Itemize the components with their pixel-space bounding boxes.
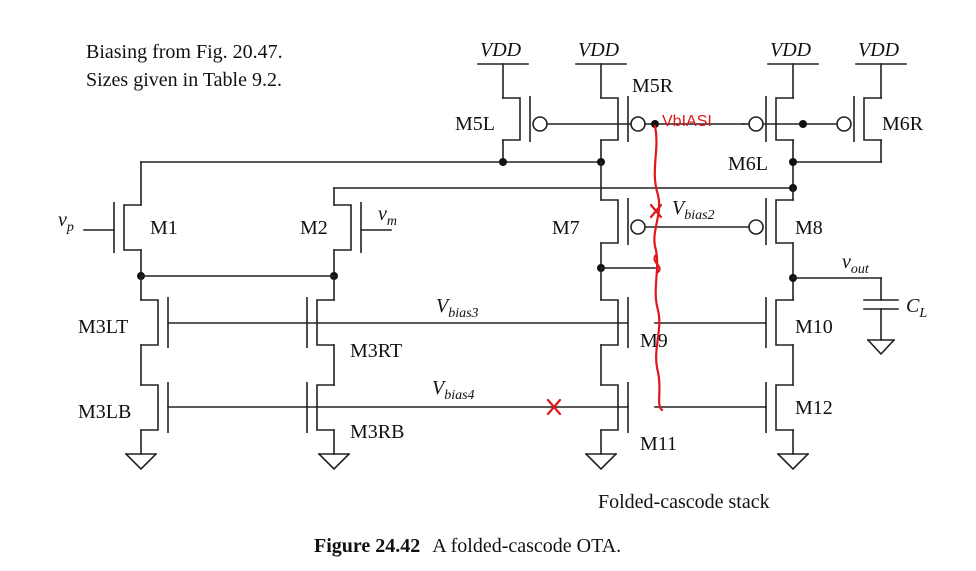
- transistor-m10: [765, 297, 794, 386]
- node-vbias1: [651, 120, 659, 128]
- transistor-m6l: [742, 96, 794, 189]
- transistor-m9: [600, 297, 629, 386]
- svg-text:VDD: VDD: [858, 39, 900, 61]
- label-m3lt: M3LT: [78, 316, 128, 338]
- transistor-m8: [748, 198, 794, 301]
- stack-label: Folded-cascode stack: [598, 491, 770, 513]
- label-m1: M1: [150, 217, 178, 239]
- svg-text:VDD: VDD: [770, 39, 812, 61]
- vdd-symbol-4: VDD: [855, 39, 907, 99]
- transistor-m5r: [600, 96, 646, 163]
- transistor-m3lb: [140, 382, 169, 455]
- label-vbias2: Vbias2: [672, 197, 715, 223]
- vdd-symbol-1: VDD: [477, 39, 529, 99]
- ground-symbol-1: [124, 452, 158, 471]
- label-vbias3: Vbias3: [436, 295, 479, 321]
- vdd-symbol-2: VDD: [575, 39, 627, 99]
- ground-symbol-3: [584, 452, 618, 471]
- label-m10: M10: [795, 316, 833, 338]
- transistor-m5l: [502, 96, 548, 163]
- transistor-m12: [765, 382, 794, 455]
- label-m12: M12: [795, 397, 833, 419]
- label-m3rb: M3RB: [350, 421, 404, 443]
- label-cl: CL: [906, 295, 927, 321]
- label-m6l: M6L: [728, 153, 768, 175]
- transistor-m1: [83, 161, 142, 277]
- label-m7: M7: [552, 217, 580, 239]
- label-m5r: M5R: [632, 75, 674, 97]
- transistor-m3rb: [306, 382, 335, 455]
- note-sizes: Sizes given in Table 9.2.: [86, 69, 282, 91]
- label-m3rt: M3RT: [350, 340, 402, 362]
- transistor-m6r: [836, 96, 882, 163]
- label-m2: M2: [300, 217, 328, 239]
- transistor-m11: [600, 382, 629, 455]
- svg-text:VDD: VDD: [480, 39, 522, 61]
- transistor-m3rt: [306, 275, 335, 386]
- label-m5l: M5L: [455, 113, 495, 135]
- label-vbias4: Vbias4: [432, 377, 475, 403]
- note-biasing: Biasing from Fig. 20.47.: [86, 41, 283, 63]
- transistor-m2: [333, 187, 392, 277]
- label-vp: vp: [58, 209, 74, 235]
- ground-symbol-2: [317, 452, 351, 471]
- label-m8: M8: [795, 217, 823, 239]
- label-m3lb: M3LB: [78, 401, 131, 423]
- ground-symbol-4: [776, 452, 810, 471]
- transistor-m3lt: [140, 275, 335, 386]
- label-m6r: M6R: [882, 113, 924, 135]
- transistor-m7: [600, 198, 646, 269]
- svg-text:VDD: VDD: [578, 39, 620, 61]
- vdd-symbol-3: VDD: [767, 39, 819, 99]
- svg-text:VbIASI: VbIASI: [662, 113, 712, 130]
- capacitor-cl: [863, 299, 899, 356]
- label-m11: M11: [640, 433, 677, 455]
- label-vout: vout: [842, 251, 870, 277]
- handwritten-annotation: VbIASI: [546, 113, 712, 416]
- label-m9: M9: [640, 330, 668, 352]
- label-vm: vm: [378, 203, 397, 229]
